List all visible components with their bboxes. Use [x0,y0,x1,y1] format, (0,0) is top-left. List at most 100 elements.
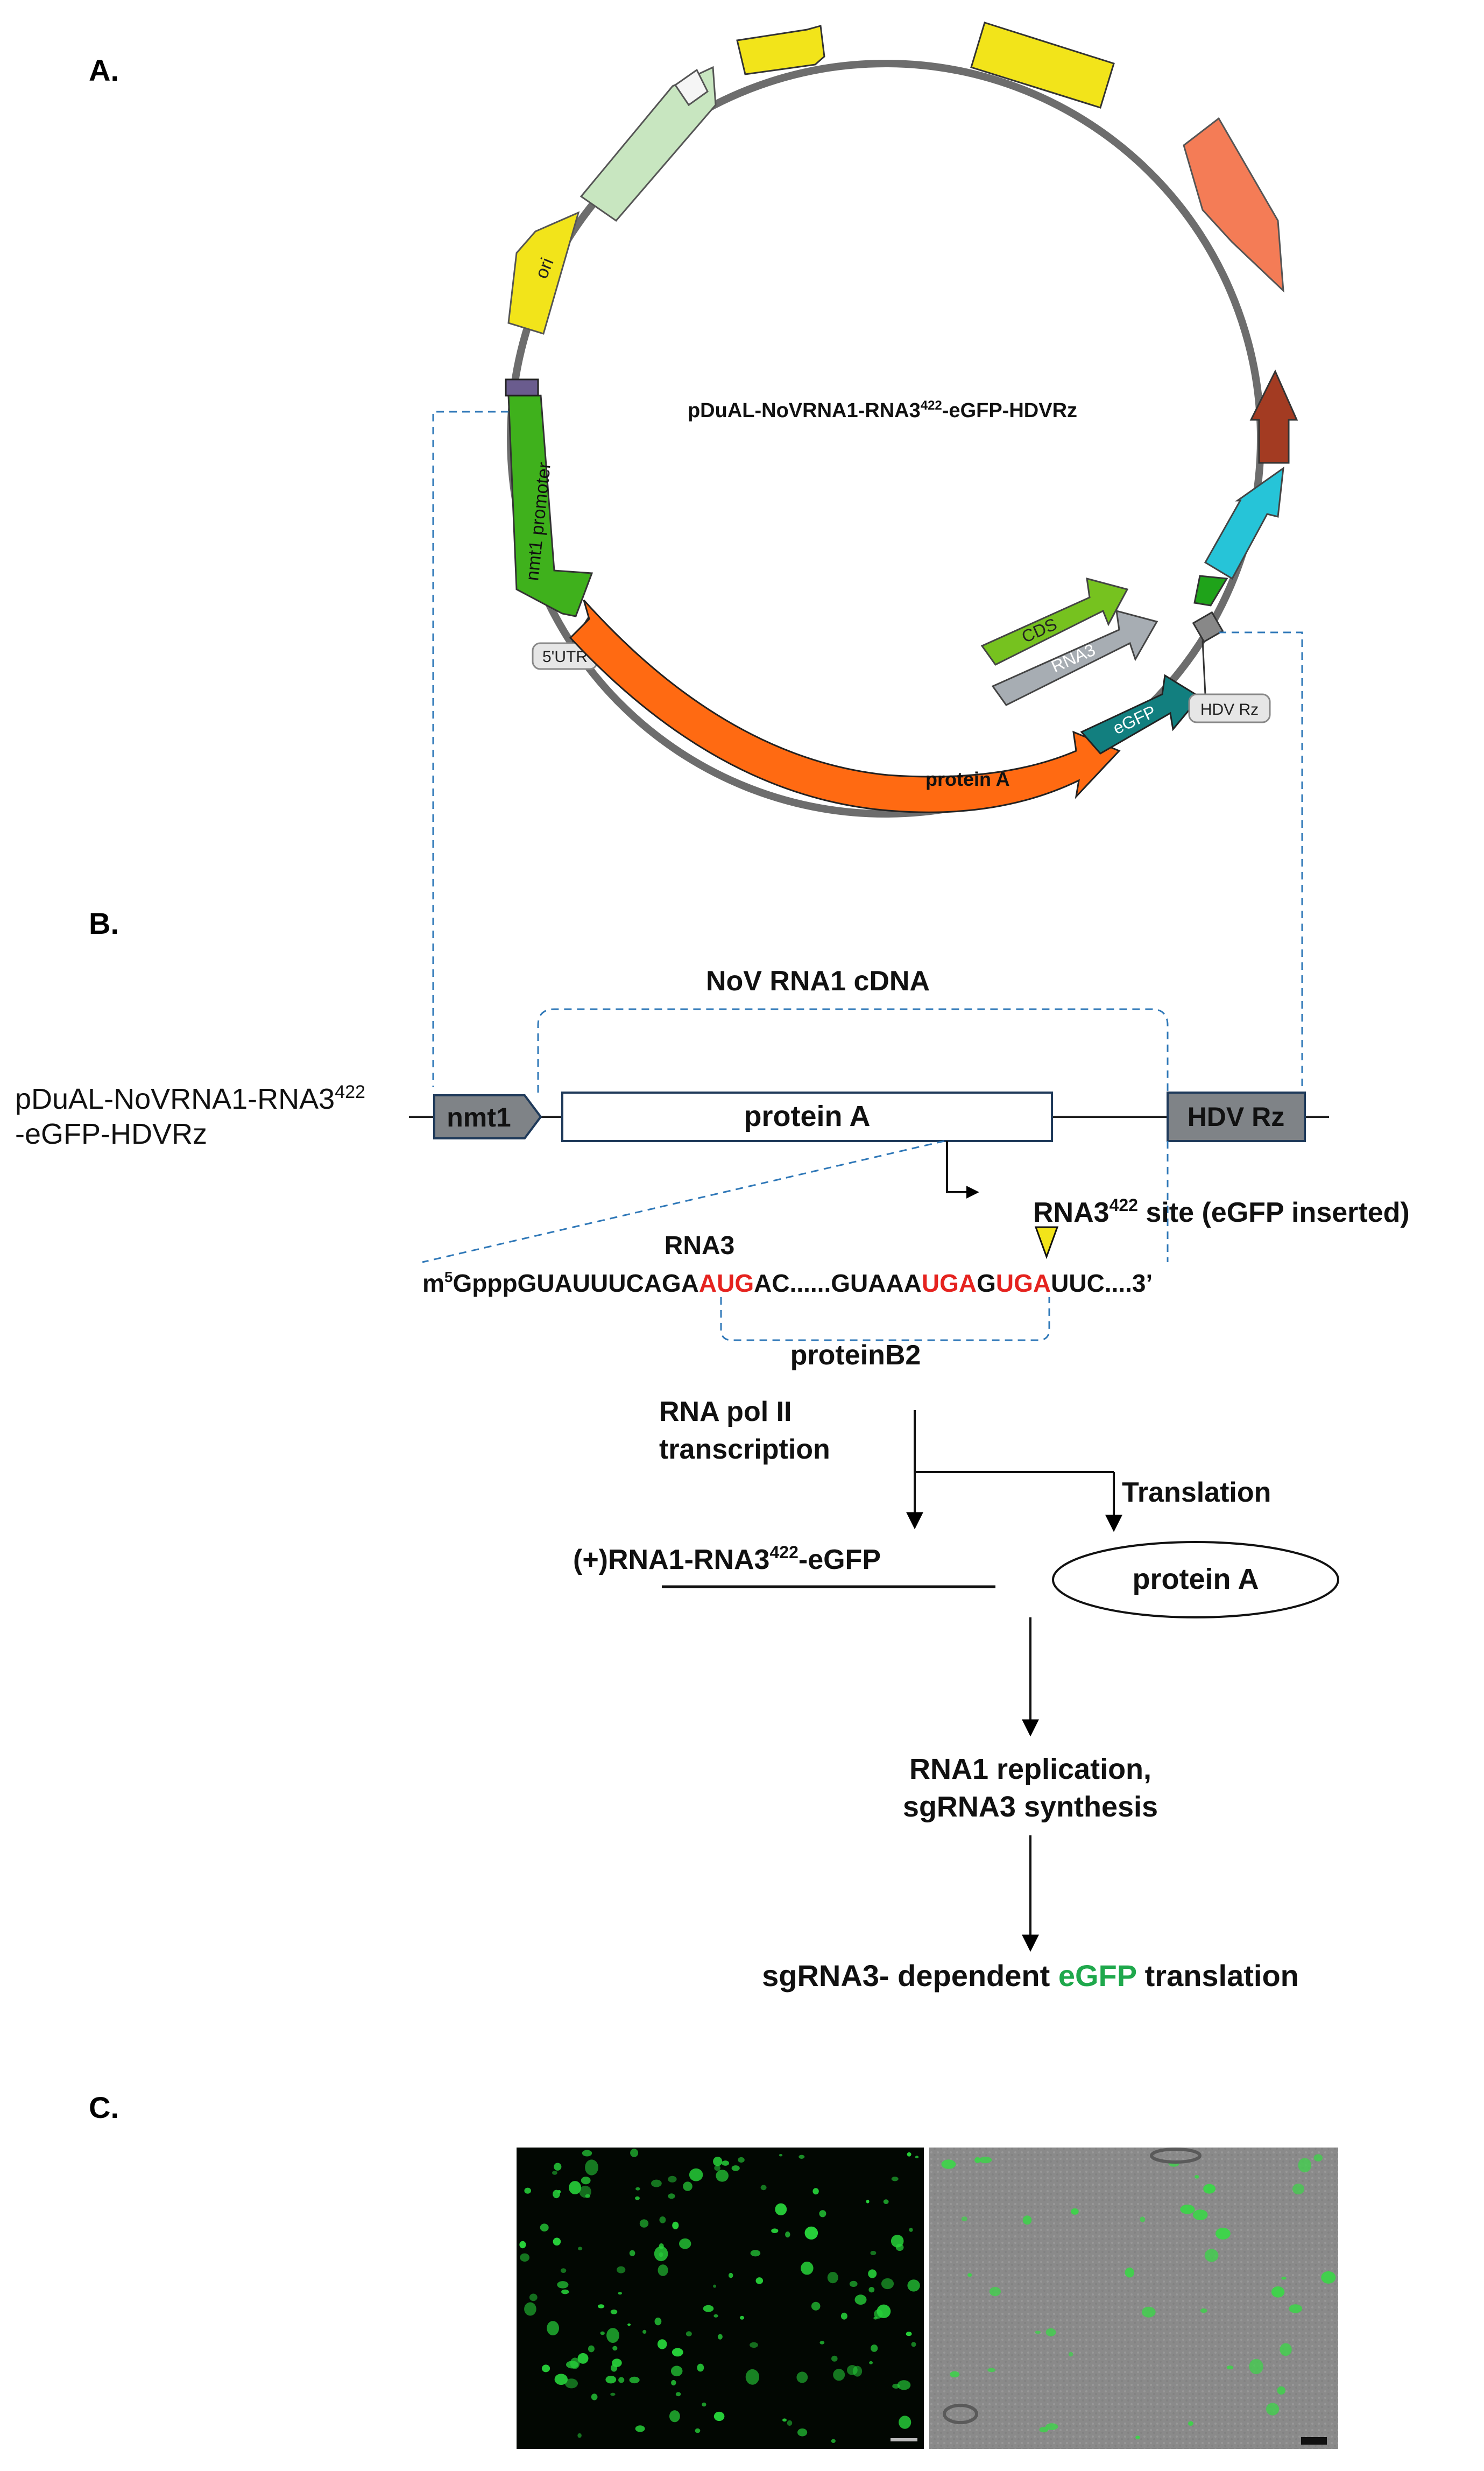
sg-promoter-arrow [946,1141,979,1199]
cell-spot [578,2247,583,2251]
feature-cyan [1204,466,1284,580]
cell-spot [1195,2175,1199,2179]
cell-spot [1249,2359,1263,2375]
cell-spot [819,2341,825,2345]
cell-spot [668,2193,675,2199]
construct-label-line1: pDuAL-NoVRNA1-RNA3422 [15,1082,365,1115]
cell-spot [679,2238,691,2249]
cell-spot [1298,2158,1312,2173]
cell-spot [950,2371,960,2378]
panel-label-c: C. [89,2090,119,2124]
cell-spot [868,2287,875,2293]
cell-spot [847,2365,858,2375]
cell-spot [669,2410,680,2423]
cell-spot [881,2278,894,2290]
cell-spot [738,2157,745,2163]
cell-spot [787,2420,793,2426]
cell-spot [798,2155,805,2159]
protein-a-box [561,1092,1053,1142]
cell-spot [1226,2366,1234,2370]
cell-spot [1277,2386,1285,2395]
cdna-bracket [537,1008,1169,1093]
cell-spot [591,2393,598,2400]
protein-a-ellipse-label: protein A [1133,1563,1259,1595]
feature-brown [1249,369,1298,464]
feature-ori [507,211,580,335]
hdv-plasmid-label: HDV Rz [1200,701,1259,719]
replication-label-2: sgRNA3 synthesis [903,1791,1158,1823]
cell-spot [554,2163,562,2171]
cell-spot [961,2216,967,2222]
cell-spot [811,2301,821,2311]
cell-spot [909,2228,913,2232]
zoom-line-left [422,1140,945,1263]
cell-spot [520,2253,529,2262]
translation-label: Translation [1122,1477,1271,1508]
cell-spot [668,2176,677,2183]
cell-spot [1192,2209,1208,2220]
cell-spot [1071,2208,1079,2215]
feature-hdv-rz [1192,611,1224,643]
cell-spot [967,2273,972,2277]
cell-spot [782,2418,787,2422]
cell-spot [779,2153,783,2157]
cell-spot [552,2171,557,2175]
cell-spot [1203,2184,1216,2194]
cell-spot [812,2188,819,2195]
cell-spot [629,2376,640,2384]
cell-spot [870,2250,877,2256]
cell-spot [657,2339,667,2349]
feature-green-small [1193,575,1228,607]
cell-spot [598,2304,605,2308]
transcription-label-2: transcription [659,1434,830,1465]
cell-spot [1313,2154,1323,2162]
cell-spot [547,2321,559,2335]
cell-spot [553,2237,561,2246]
cell-spot [585,2159,598,2176]
panel-label-b: B. [89,906,119,940]
insert-site-label: RNA3422 site (eGFP inserted) [1033,1195,1410,1228]
hdv-label-box [1188,693,1271,723]
cell-spot [600,2331,605,2335]
dashed-connector-right [1219,631,1303,1087]
cell-spot [610,2392,616,2396]
cell-spot [639,2219,649,2228]
cell-spot [1022,2215,1032,2225]
cell-spot [675,2392,681,2397]
transcript-label: (+)RNA1-RNA3422-eGFP [573,1543,881,1575]
cell-spot [713,2157,723,2166]
cell-spot [868,2269,877,2278]
cell-spot [713,2411,725,2421]
cell-spot [1068,2352,1073,2357]
cell-spot [760,2185,767,2191]
cell-spot [729,2272,733,2278]
replication-label-1: RNA1 replication, [909,1753,1151,1785]
protein-a-plasmid-label: protein A [925,768,1010,790]
cell-spot [775,2203,787,2215]
cell-spot [683,2181,692,2191]
feature-egfp [1080,674,1202,755]
cell-spot [833,2369,845,2381]
cell-spot [722,2160,729,2166]
cell-spot [739,2315,745,2320]
merged-image [929,2148,1338,2449]
cell-spot [635,2425,645,2432]
cell-spot [849,2280,858,2287]
cell-spot [627,2323,631,2326]
feature-light-green [580,66,717,222]
cell-spot [1204,2249,1219,2262]
cell-spot [635,2196,640,2200]
cell-spot [581,2177,591,2185]
cell-spot [819,2210,826,2217]
cell-spot [570,2357,580,2369]
cell-spot [1135,2435,1140,2439]
protein-b2-label: proteinB2 [790,1340,921,1371]
cell-spot [906,2332,912,2336]
transcription-label-1: RNA pol II [659,1396,792,1427]
cell-spot [612,2359,622,2367]
scale-bar-left [891,2438,917,2441]
cell-spot [869,2361,873,2364]
cell-spot [519,2241,526,2249]
protein-b2-bracket [720,1297,1050,1341]
rna3-seq-label: RNA3 [665,1231,735,1260]
